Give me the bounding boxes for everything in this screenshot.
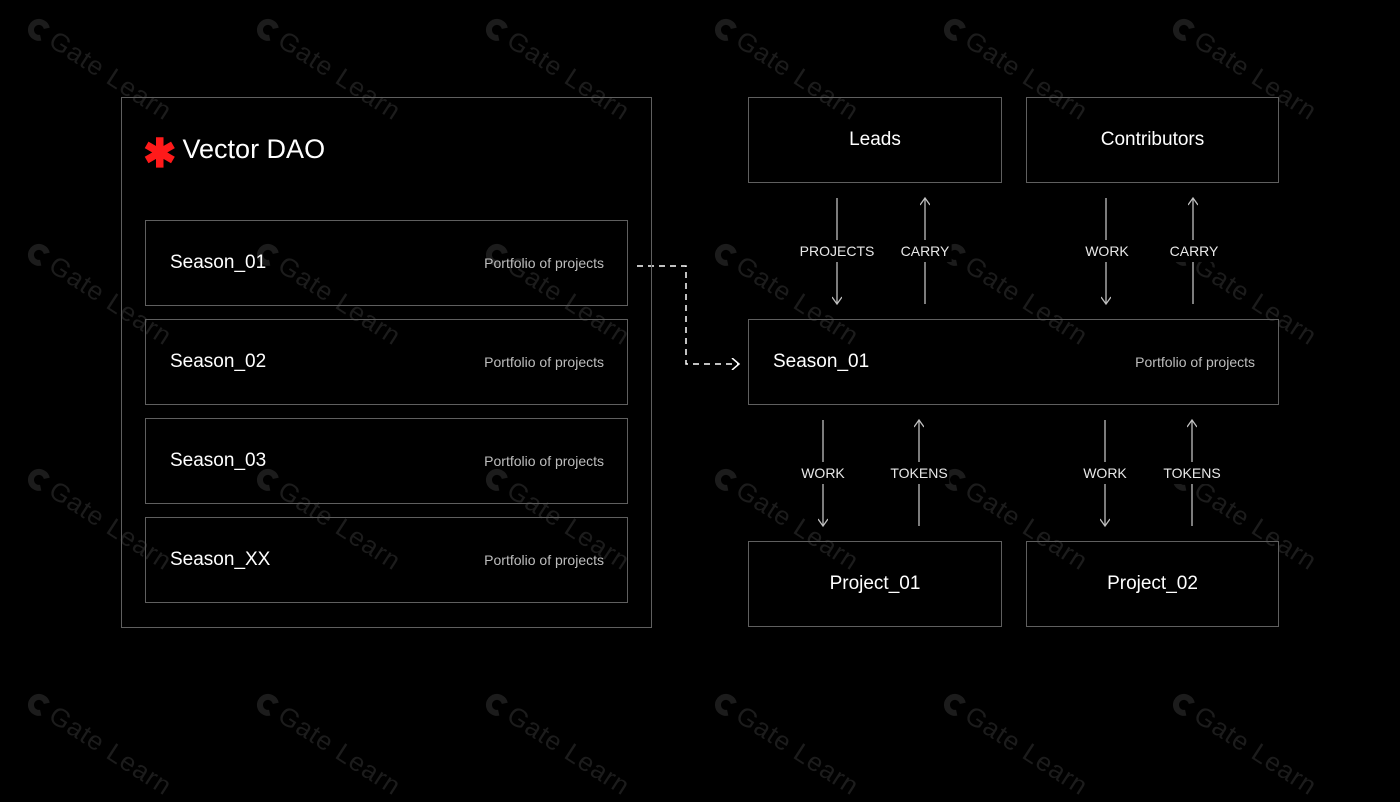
season-card-02[interactable]: Season_02 Portfolio of projects — [145, 319, 628, 405]
connector-lines — [637, 0, 1400, 724]
season-name: Season_02 — [170, 351, 267, 372]
node-label: Contributors — [1100, 129, 1205, 150]
season-description: Portfolio of projects — [1135, 354, 1255, 370]
season-name: Season_XX — [170, 549, 271, 570]
node-label: Project_02 — [1107, 573, 1198, 594]
arrow-label-projects: PROJECTS — [797, 240, 877, 262]
season-name: Season_01 — [170, 252, 267, 273]
season-name: Season_03 — [170, 450, 267, 471]
node-contributors[interactable]: Contributors — [1026, 97, 1279, 183]
season-description: Portfolio of projects — [484, 552, 604, 568]
node-project-01[interactable]: Project_01 — [748, 541, 1002, 627]
dashed-connector-arrow — [637, 265, 739, 364]
node-leads[interactable]: Leads — [748, 97, 1002, 183]
arrow-label-work: WORK — [1083, 240, 1131, 262]
vector-dao-panel — [121, 97, 652, 628]
season-card-xx[interactable]: Season_XX Portfolio of projects — [145, 517, 628, 603]
season-name: Season_01 — [773, 351, 870, 372]
season-card-01[interactable]: Season_01 Portfolio of projects — [145, 220, 628, 306]
node-label: Project_01 — [829, 573, 921, 594]
node-project-02[interactable]: Project_02 — [1026, 541, 1279, 627]
arrow-label-tokens: TOKENS — [1161, 462, 1223, 484]
arrow-label-carry: CARRY — [1167, 240, 1221, 262]
dao-title: ✱ Vector DAO — [143, 124, 326, 176]
arrow-label-work: WORK — [1081, 462, 1129, 484]
season-description: Portfolio of projects — [484, 354, 604, 370]
node-label: Leads — [849, 129, 901, 150]
node-season-01[interactable]: Season_01 Portfolio of projects — [748, 319, 1279, 405]
season-description: Portfolio of projects — [484, 453, 604, 469]
dao-title-text: Vector DAO — [182, 133, 326, 164]
season-description: Portfolio of projects — [484, 255, 604, 271]
season-card-03[interactable]: Season_03 Portfolio of projects — [145, 418, 628, 504]
arrow-label-work: WORK — [799, 462, 847, 484]
arrow-label-carry: CARRY — [898, 240, 952, 262]
asterisk-icon: ✱ — [143, 132, 177, 176]
arrow-label-tokens: TOKENS — [888, 462, 950, 484]
